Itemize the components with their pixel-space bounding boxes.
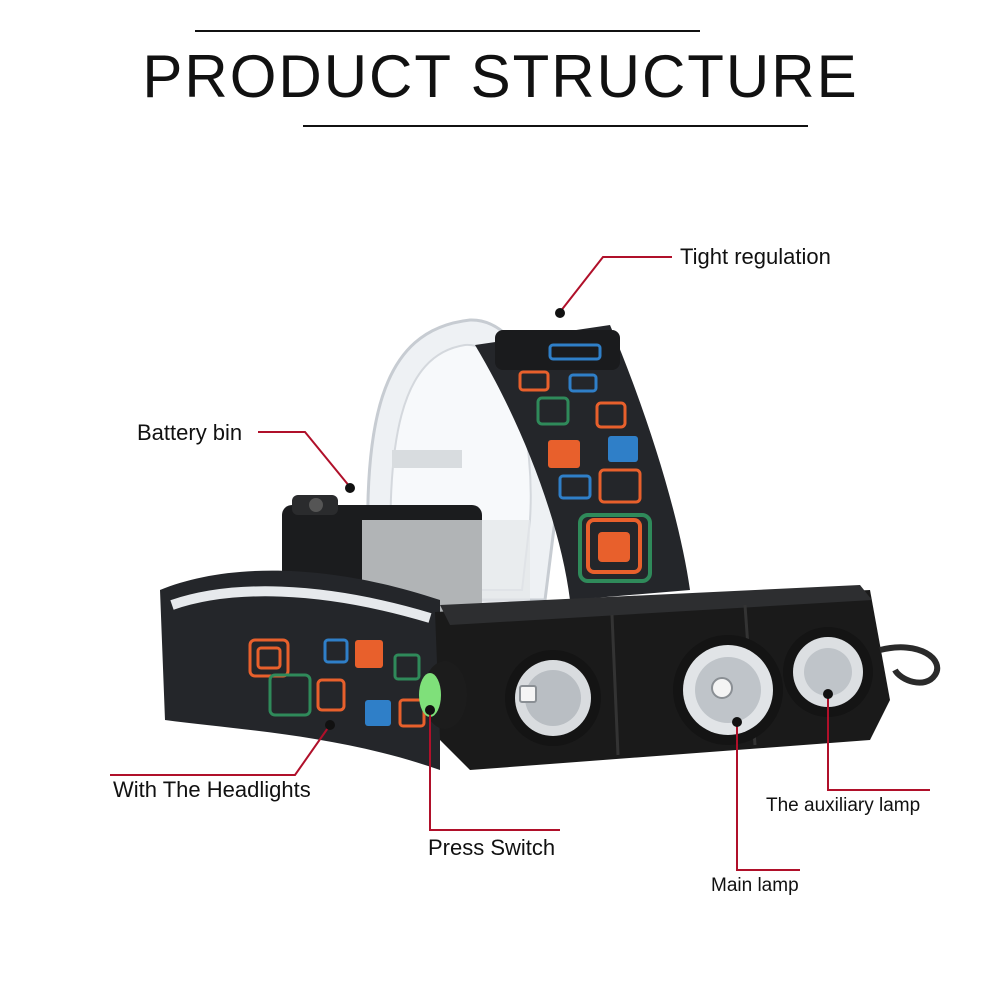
title-rule-top (195, 30, 700, 32)
page-title: PRODUCT STRUCTURE (142, 43, 859, 110)
side-strap (160, 570, 440, 770)
leader-tight-regulation (559, 256, 672, 313)
leader-lines (110, 256, 930, 871)
label-press-switch: Press Switch (428, 835, 556, 860)
leader-main-lamp (736, 722, 800, 871)
right-aux-lamp (783, 627, 873, 717)
label-tight-regulation: Tight regulation (680, 244, 831, 269)
leader-auxiliary-lamp (827, 694, 930, 791)
leader-battery-bin (258, 431, 351, 488)
left-aux-lamp (505, 650, 601, 746)
label-main-lamp: Main lamp (711, 875, 799, 896)
leader-press-switch (429, 710, 560, 831)
clear-band-strip (392, 450, 462, 468)
label-with-headlights: With The Headlights (113, 777, 311, 802)
top-strap (475, 325, 690, 600)
label-auxiliary-lamp: The auxiliary lamp (766, 795, 921, 816)
title-rule-bottom (303, 125, 808, 127)
main-lamp (673, 635, 783, 745)
label-battery-bin: Battery bin (137, 420, 243, 445)
leader-dots (325, 308, 833, 730)
leader-headlights (110, 724, 331, 776)
